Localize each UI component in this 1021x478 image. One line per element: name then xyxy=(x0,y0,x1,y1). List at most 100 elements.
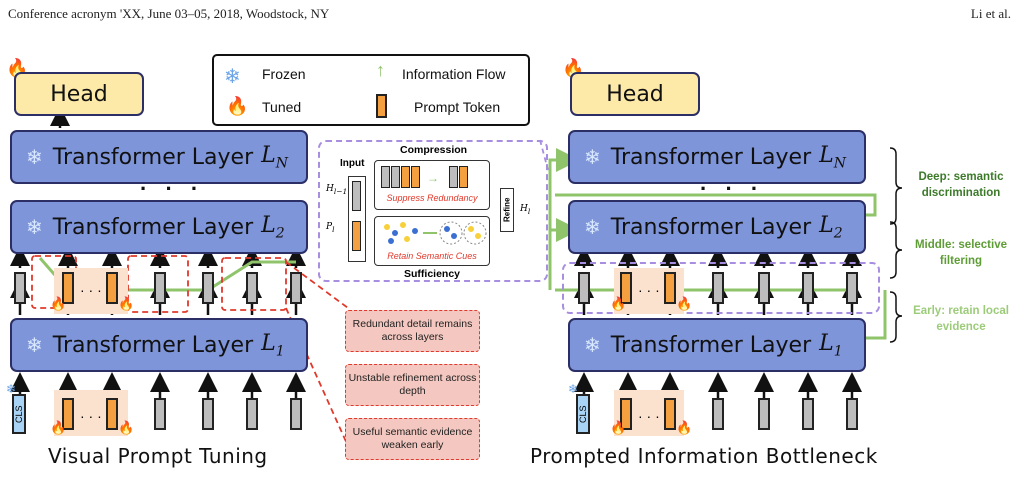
flame-icon: 🔥 xyxy=(610,420,627,435)
pib-module-inset: Input Hl−1 Pl Compression → Suppress Red… xyxy=(318,140,548,282)
input-box xyxy=(348,176,366,262)
token xyxy=(246,398,258,430)
flame-icon: 🔥 xyxy=(610,296,627,311)
right-title: Prompted Information Bottleneck xyxy=(530,444,878,468)
p-label: Pl xyxy=(326,222,335,234)
callout-redundant: Redundant detail remains across layers xyxy=(345,310,480,352)
flame-icon: 🔥 xyxy=(118,296,135,311)
layer-symbol: L2 xyxy=(261,212,285,242)
h-prev-label: Hl−1 xyxy=(326,184,348,196)
layer-label: Transformer Layer xyxy=(610,214,812,240)
snowflake-icon: ❄ xyxy=(224,66,241,88)
compression-box: → Suppress Redundancy xyxy=(374,160,490,210)
token-ellipsis: · · · xyxy=(80,408,102,424)
right-layer-2: ❄ Transformer Layer L2 xyxy=(568,200,866,254)
flame-icon: 🔥 xyxy=(50,296,67,311)
prompt-token xyxy=(664,398,676,430)
cls-token: CLS xyxy=(576,394,590,434)
right-layer-1: ❄ Transformer Layer L1 xyxy=(568,318,866,372)
token-ellipsis: · · · xyxy=(638,408,660,424)
prompt-token xyxy=(106,398,118,430)
prompt-token xyxy=(620,398,632,430)
side-label-early: Early: retain local evidence xyxy=(913,305,1009,333)
layer-label: Transformer Layer xyxy=(610,332,812,358)
side-label-middle: Middle: selective filtering xyxy=(914,239,1008,267)
running-header: Conference acronym 'XX, June 03–05, 2018… xyxy=(8,6,330,21)
layer-symbol: LN xyxy=(261,142,288,172)
token xyxy=(802,272,814,304)
token xyxy=(391,166,400,188)
prompt-token xyxy=(62,272,74,304)
snowflake-icon: ❄ xyxy=(584,215,601,239)
legend-prompt-token: Prompt Token xyxy=(414,99,501,115)
token xyxy=(352,181,361,211)
legend: ❄ Frozen ↑ Information Flow 🔥 Tuned Prom… xyxy=(212,54,530,126)
retain-label: Retain Semantic Cues xyxy=(387,251,477,261)
token xyxy=(154,398,166,430)
ellipsis: · · · xyxy=(700,176,765,201)
refine-block: Refine xyxy=(500,188,514,232)
token xyxy=(154,272,166,304)
snowflake-icon: ❄ xyxy=(6,382,17,396)
inset-input-label: Input xyxy=(340,158,365,169)
prompt-token xyxy=(352,221,361,251)
layer-symbol: LN xyxy=(819,142,846,172)
sufficiency-label: Sufficiency xyxy=(404,268,461,280)
snowflake-icon: ❄ xyxy=(584,145,601,169)
prompt-token xyxy=(664,272,676,304)
ellipsis: · · · xyxy=(140,176,205,201)
flame-icon: 🔥 xyxy=(676,420,693,435)
arrow-up-icon: ↑ xyxy=(376,60,385,80)
token xyxy=(758,272,770,304)
token xyxy=(578,272,590,304)
layer-label: Transformer Layer xyxy=(52,332,254,358)
right-head: Head xyxy=(570,72,700,116)
snowflake-icon: ❄ xyxy=(26,333,43,357)
prompt-token xyxy=(459,166,468,188)
token-ellipsis: · · · xyxy=(638,282,660,298)
left-layer-1: ❄ Transformer Layer L1 xyxy=(10,318,308,372)
prompt-token xyxy=(62,398,74,430)
token xyxy=(290,398,302,430)
token xyxy=(712,272,724,304)
token xyxy=(14,272,26,304)
legend-frozen: Frozen xyxy=(262,66,306,82)
prompt-token xyxy=(106,272,118,304)
left-layer-2: ❄ Transformer Layer L2 xyxy=(10,200,308,254)
token xyxy=(846,398,858,430)
layer-symbol: L1 xyxy=(261,330,285,360)
flame-icon: 🔥 xyxy=(118,420,135,435)
right-layer-n: ❄ Transformer Layer LN xyxy=(568,130,866,184)
h-out-label: Hl xyxy=(520,204,531,216)
flame-icon: 🔥 xyxy=(676,296,693,311)
token xyxy=(246,272,258,304)
token xyxy=(202,272,214,304)
left-layer-n: ❄ Transformer Layer LN xyxy=(10,130,308,184)
author-header: Li et al. xyxy=(970,6,1011,21)
prompt-token-swatch xyxy=(376,94,387,118)
layer-symbol: L1 xyxy=(819,330,843,360)
token-highlight xyxy=(562,262,880,314)
sufficiency-box: Retain Semantic Cues xyxy=(374,216,490,266)
legend-tuned: Tuned xyxy=(262,99,302,115)
snowflake-icon: ❄ xyxy=(568,382,579,396)
layer-label: Transformer Layer xyxy=(52,144,254,170)
token-ellipsis: · · · xyxy=(80,282,102,298)
snowflake-icon: ❄ xyxy=(584,333,601,357)
prompt-token xyxy=(401,166,410,188)
token xyxy=(846,272,858,304)
snowflake-icon: ❄ xyxy=(26,215,43,239)
prompt-token xyxy=(620,272,632,304)
callout-unstable: Unstable refinement across depth xyxy=(345,364,480,406)
layer-label: Transformer Layer xyxy=(52,214,254,240)
arrow-right-icon: → xyxy=(427,171,439,185)
semantic-cluster-icon xyxy=(384,221,487,245)
token xyxy=(802,398,814,430)
cls-token: CLS xyxy=(12,394,26,434)
layer-label: Transformer Layer xyxy=(610,144,812,170)
left-title: Visual Prompt Tuning xyxy=(48,444,268,468)
prompt-token xyxy=(411,166,420,188)
token xyxy=(712,398,724,430)
token xyxy=(202,398,214,430)
suppress-label: Suppress Redundancy xyxy=(386,193,478,203)
